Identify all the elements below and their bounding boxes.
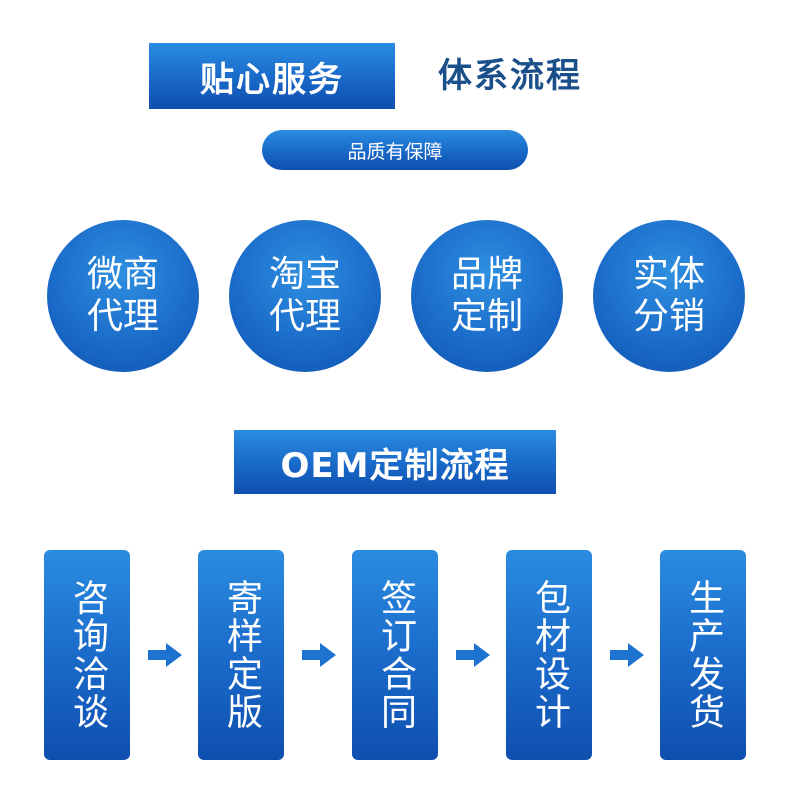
system-process-title: 体系流程 xyxy=(438,56,582,96)
service-label-line1: 微商 xyxy=(86,254,159,295)
arrow-right-icon xyxy=(302,643,336,667)
step-packaging-design: 包材设计 xyxy=(506,550,592,760)
service-title-box: 贴心服务 xyxy=(149,43,395,109)
step-consultation: 咨询洽谈 xyxy=(44,550,130,760)
service-label-line2: 定制 xyxy=(450,296,523,337)
service-circle-taobao-agent: 淘宝 代理 xyxy=(229,220,381,372)
quality-badge: 品质有保障 xyxy=(262,130,528,170)
arrow-right-icon xyxy=(148,643,182,667)
service-label-line2: 代理 xyxy=(86,296,159,337)
step-sign-contract: 签订合同 xyxy=(352,550,438,760)
arrow-right-icon xyxy=(610,643,644,667)
quality-badge-text: 品质有保障 xyxy=(347,140,443,163)
service-circle-brand-custom: 品牌 定制 xyxy=(411,220,563,372)
service-label-line2: 代理 xyxy=(268,296,341,337)
step-production-shipping: 生产发货 xyxy=(660,550,746,760)
service-label-line1: 品牌 xyxy=(450,254,523,295)
service-label-line1: 实体 xyxy=(632,254,705,295)
step-sample-confirm: 寄样定版 xyxy=(198,550,284,760)
service-title: 贴心服务 xyxy=(200,59,344,100)
oem-process-title: OEM定制流程 xyxy=(280,445,510,486)
service-circle-wechat-agent: 微商 代理 xyxy=(47,220,199,372)
oem-process-title-box: OEM定制流程 xyxy=(234,430,556,494)
arrow-right-icon xyxy=(456,643,490,667)
service-label-line1: 淘宝 xyxy=(268,254,341,295)
service-circle-retail-distribution: 实体 分销 xyxy=(593,220,745,372)
service-label-line2: 分销 xyxy=(632,296,705,337)
